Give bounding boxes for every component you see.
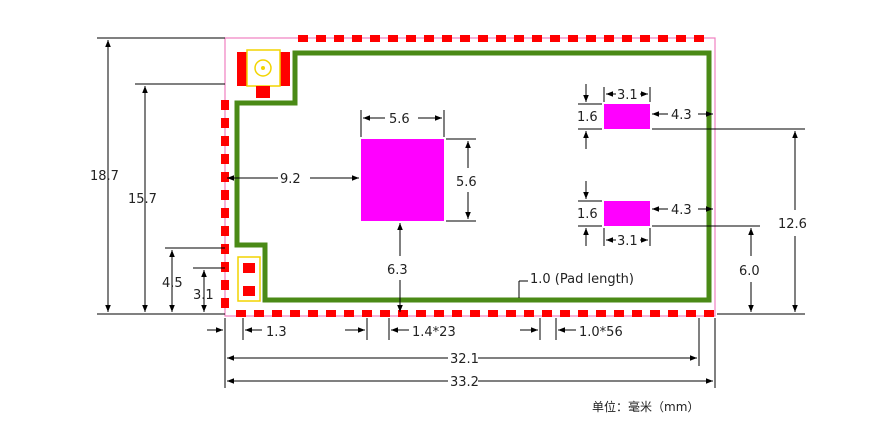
dim-1-4x23: 1.4*23 bbox=[412, 325, 456, 340]
dim-3-1-pad-top: 3.1 bbox=[617, 88, 638, 103]
top-pad bbox=[514, 35, 524, 42]
top-pad bbox=[352, 35, 362, 42]
bottom-pad bbox=[488, 310, 498, 317]
bottom-pad bbox=[470, 310, 480, 317]
top-pad bbox=[388, 35, 398, 42]
top-pad bbox=[334, 35, 344, 42]
top-pad bbox=[694, 35, 704, 42]
top-pad bbox=[586, 35, 596, 42]
top-pad bbox=[406, 35, 416, 42]
dimension-labels: 18.7 15.7 4.5 3.1 9.2 5.6 5.6 6.3 3.1 1.… bbox=[90, 88, 807, 414]
bottom-pad bbox=[254, 310, 264, 317]
top-pad bbox=[568, 35, 578, 42]
dim-33-2: 33.2 bbox=[450, 375, 479, 390]
top-pad bbox=[298, 35, 308, 42]
dim-1-6-bottom: 1.6 bbox=[577, 207, 598, 222]
center-ground-pad bbox=[361, 139, 444, 221]
bottom-pad bbox=[686, 310, 696, 317]
top-pad bbox=[478, 35, 488, 42]
dim-4-3-top: 4.3 bbox=[671, 108, 692, 123]
left-pad bbox=[221, 100, 229, 110]
bottom-pad bbox=[704, 310, 714, 317]
top-pad bbox=[316, 35, 326, 42]
antenna-connector bbox=[237, 49, 290, 98]
left-pad bbox=[221, 298, 229, 308]
dim-32-1: 32.1 bbox=[450, 352, 479, 367]
bottom-pad bbox=[344, 310, 354, 317]
dim-3-1-pad-bottom: 3.1 bbox=[617, 234, 638, 249]
bottom-pad bbox=[290, 310, 300, 317]
unit-note: 单位：毫米（mm） bbox=[592, 399, 699, 414]
dimension-lines bbox=[97, 37, 805, 388]
top-pad bbox=[550, 35, 560, 42]
dim-5-6-side: 5.6 bbox=[456, 175, 477, 190]
left-pad bbox=[221, 190, 229, 200]
dim-4-5: 4.5 bbox=[162, 276, 183, 291]
top-pad bbox=[424, 35, 434, 42]
bottom-pad bbox=[578, 310, 588, 317]
bottom-pad bbox=[434, 310, 444, 317]
bottom-pad-row bbox=[236, 310, 714, 317]
top-pad bbox=[442, 35, 452, 42]
left-pad bbox=[221, 136, 229, 146]
bottom-pad bbox=[272, 310, 282, 317]
bottom-pad bbox=[416, 310, 426, 317]
top-pad bbox=[604, 35, 614, 42]
bottom-pad bbox=[452, 310, 462, 317]
top-pad-row bbox=[298, 35, 704, 42]
left-pad bbox=[221, 208, 229, 218]
left-pad bbox=[221, 226, 229, 236]
dim-5-6-top: 5.6 bbox=[389, 112, 410, 127]
bottom-pad bbox=[542, 310, 552, 317]
bottom-pad bbox=[524, 310, 534, 317]
bottom-pad bbox=[596, 310, 606, 317]
left-pad bbox=[221, 154, 229, 164]
bottom-pad bbox=[506, 310, 516, 317]
dim-4-3-bottom: 4.3 bbox=[671, 203, 692, 218]
dim-18-7: 18.7 bbox=[90, 169, 119, 184]
dim-6-3: 6.3 bbox=[387, 263, 408, 278]
keepout-outline bbox=[234, 50, 712, 303]
bottom-pad bbox=[650, 310, 660, 317]
top-pad bbox=[496, 35, 506, 42]
top-pad bbox=[676, 35, 686, 42]
dim-15-7: 15.7 bbox=[128, 192, 157, 207]
bottom-pad bbox=[560, 310, 570, 317]
bottom-pad bbox=[326, 310, 336, 317]
top-pad bbox=[640, 35, 650, 42]
bottom-pad bbox=[632, 310, 642, 317]
bottom-pad bbox=[308, 310, 318, 317]
dim-1-6-top: 1.6 bbox=[577, 110, 598, 125]
left-pad bbox=[221, 280, 229, 290]
left-pad bbox=[221, 244, 229, 254]
side-pad-top bbox=[604, 104, 650, 129]
dim-3-1-left: 3.1 bbox=[193, 288, 214, 303]
left-pad bbox=[221, 262, 229, 272]
bottom-pad bbox=[668, 310, 678, 317]
dim-1-3: 1.3 bbox=[266, 325, 287, 340]
bottom-pad bbox=[362, 310, 372, 317]
dim-6-0: 6.0 bbox=[739, 264, 760, 279]
left-pad-column bbox=[221, 100, 229, 308]
small-component bbox=[237, 256, 261, 302]
left-pad bbox=[221, 118, 229, 128]
side-pad-bottom bbox=[604, 201, 650, 226]
top-pad bbox=[658, 35, 668, 42]
left-pad bbox=[221, 172, 229, 182]
bottom-pad bbox=[236, 310, 246, 317]
top-pad bbox=[532, 35, 542, 42]
top-pad bbox=[622, 35, 632, 42]
dim-9-2: 9.2 bbox=[280, 172, 301, 187]
top-pad bbox=[460, 35, 470, 42]
dim-12-6: 12.6 bbox=[778, 217, 807, 232]
bottom-pad bbox=[398, 310, 408, 317]
top-pad bbox=[370, 35, 380, 42]
dim-1-0x56: 1.0*56 bbox=[579, 325, 623, 340]
pad-length-label: 1.0 (Pad length) bbox=[530, 272, 634, 287]
bottom-pad bbox=[614, 310, 624, 317]
bottom-pad bbox=[380, 310, 390, 317]
